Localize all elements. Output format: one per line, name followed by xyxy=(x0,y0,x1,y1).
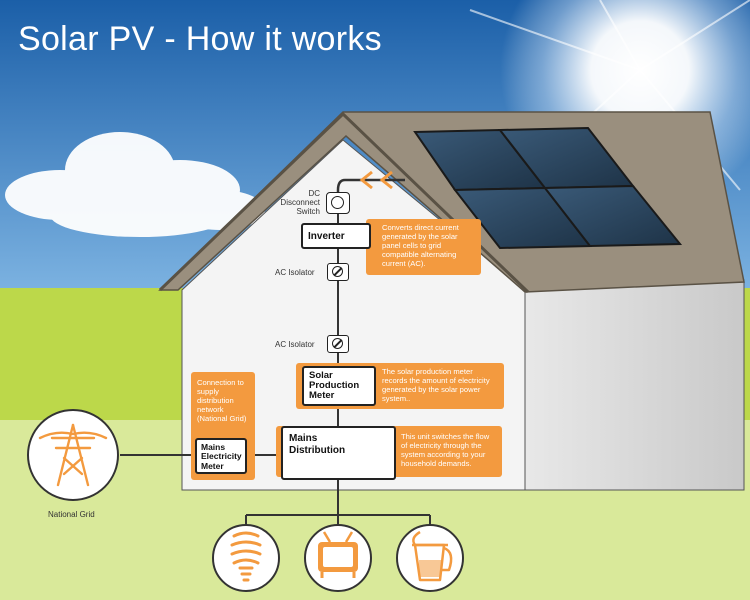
dc-disconnect-switch xyxy=(326,192,350,214)
appliance-cables xyxy=(245,480,431,528)
ac-isolator-label-2: AC Isolator xyxy=(275,340,315,349)
dc-cable xyxy=(336,178,405,200)
house-side-wall xyxy=(524,279,745,491)
dc-flow-arrows xyxy=(359,170,393,190)
ac-isolator-label-1: AC Isolator xyxy=(275,268,315,277)
cloud-icon xyxy=(5,132,265,237)
ac-isolator-2 xyxy=(327,335,349,353)
page-title: Solar PV - How it works xyxy=(18,20,382,58)
switch-knob-icon xyxy=(331,196,344,209)
isolator-icon xyxy=(332,338,343,349)
solar-meter-box: Solar Production Meter xyxy=(302,366,376,406)
solar-panel-icon xyxy=(413,126,683,250)
television-icon xyxy=(304,524,372,592)
dc-disconnect-label: DC Disconnect Switch xyxy=(280,189,320,217)
ac-isolator-1 xyxy=(327,263,349,281)
light-bulb-icon xyxy=(212,524,280,592)
mains-meter-box: Mains Electricity Meter xyxy=(195,438,247,474)
inverter-note: Converts direct current generated by the… xyxy=(366,219,481,275)
mains-distribution-box: Mains Distribution xyxy=(281,426,396,480)
isolator-icon xyxy=(332,266,343,277)
kettle-icon xyxy=(396,524,464,592)
national-grid-label: National Grid xyxy=(48,510,95,519)
pylon-icon xyxy=(27,409,119,501)
inverter-box: Inverter xyxy=(301,223,371,249)
